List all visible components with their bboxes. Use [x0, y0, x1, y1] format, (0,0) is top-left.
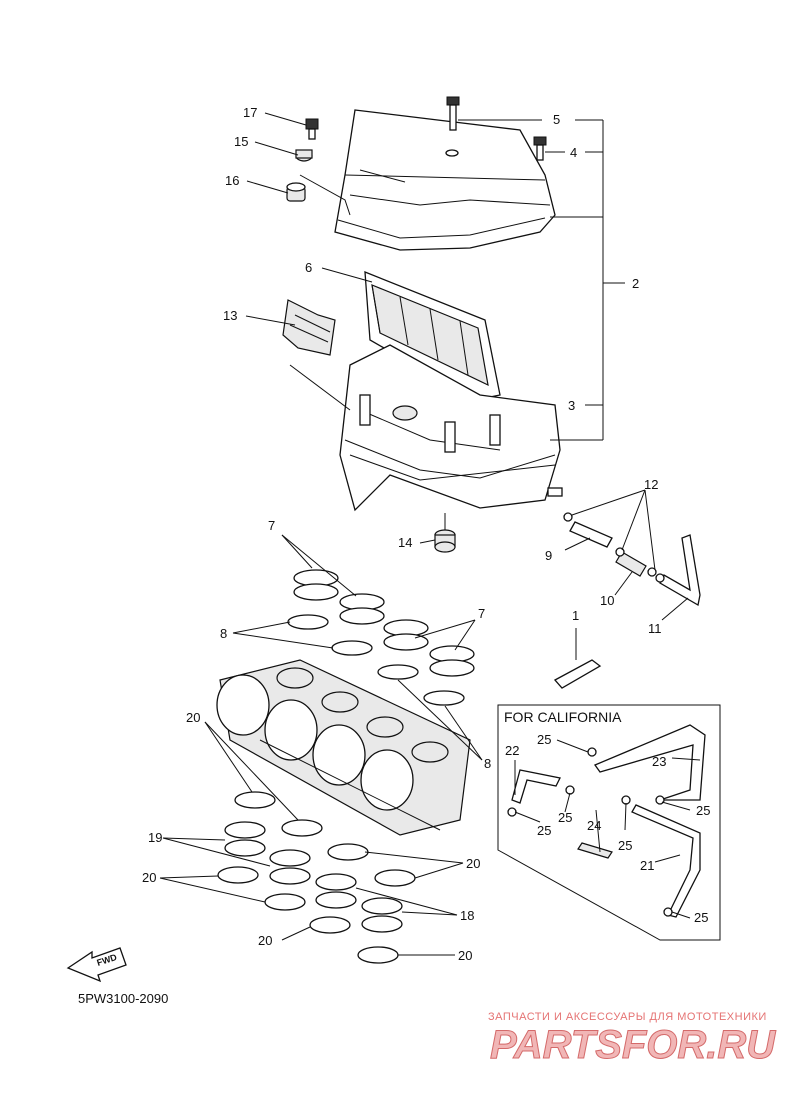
clamps-8: [287, 614, 465, 706]
bracket-1: [553, 659, 602, 689]
callout-25-e: 25: [618, 838, 632, 853]
grommet-16: [286, 182, 306, 202]
callout-24: 24: [587, 818, 601, 833]
callout-1: 1: [572, 608, 579, 623]
callout-20-top: 20: [186, 710, 200, 725]
callout-15: 15: [234, 134, 248, 149]
callout-7-right: 7: [478, 606, 485, 621]
callout-20-bottom-right: 20: [458, 948, 472, 963]
callout-10: 10: [600, 593, 614, 608]
callout-9: 9: [545, 548, 552, 563]
callout-20-left: 20: [142, 870, 156, 885]
callout-25-b: 25: [696, 803, 710, 818]
watermark: ЗАПЧАСТИ И АКСЕССУАРЫ ДЛЯ МОТОТЕХНИКИ PA…: [488, 1011, 777, 1068]
callout-17: 17: [243, 105, 257, 120]
callout-16: 16: [225, 173, 239, 188]
callout-25-c: 25: [537, 823, 551, 838]
screw-4: [533, 136, 547, 161]
intake-joints-18: [315, 873, 403, 933]
callout-20-right: 20: [466, 856, 480, 871]
callout-23: 23: [652, 754, 666, 769]
watermark-brand: PARTSFOR.RU: [490, 1023, 776, 1067]
collar-15: [295, 149, 313, 162]
callout-11: 11: [648, 621, 662, 636]
intake-clamps-20: [217, 791, 416, 964]
callout-20-bottom-left: 20: [258, 933, 272, 948]
intake-joints-19: [224, 821, 311, 885]
fwd-arrow-icon: FWD: [66, 947, 127, 983]
callout-14: 14: [398, 535, 412, 550]
hose-21: [631, 804, 701, 918]
callout-21: 21: [640, 858, 654, 873]
callout-7-top: 7: [268, 518, 275, 533]
callout-8-left: 8: [220, 626, 227, 641]
air-filter-case-cover: [334, 109, 556, 251]
callout-3: 3: [568, 398, 575, 413]
joints-7: [293, 569, 475, 677]
diagram-code: 5PW3100-2090: [78, 991, 168, 1006]
breather-hose-9: [569, 521, 613, 548]
callout-8-right: 8: [484, 756, 491, 771]
breather-joint-10: [615, 551, 647, 577]
air-filter-case-3: [339, 344, 563, 512]
hose-22: [511, 769, 561, 804]
callout-22: 22: [505, 743, 519, 758]
callout-6: 6: [305, 260, 312, 275]
leader-lines: [159, 112, 701, 956]
air-filter-element-6: [364, 271, 501, 401]
california-box: FOR CALIFORNIA: [497, 704, 721, 941]
watermark-tagline: ЗАПЧАСТИ И АКСЕССУАРЫ ДЛЯ МОТОТЕХНИКИ: [488, 1011, 767, 1023]
joint-24: [577, 842, 613, 859]
screw-5: [446, 96, 460, 131]
california-box-title: FOR CALIFORNIA: [504, 709, 622, 725]
joint-13: [282, 299, 336, 356]
bolt-17: [305, 118, 319, 140]
breather-hose-11: [659, 534, 701, 607]
callout-12: 12: [644, 477, 658, 492]
callout-4: 4: [570, 145, 577, 160]
carburetor-assembly: [216, 659, 471, 836]
callout-13: 13: [223, 308, 237, 323]
callout-5: 5: [553, 112, 560, 127]
hose-23: [593, 724, 706, 801]
callout-25-d: 25: [558, 810, 572, 825]
drain-plug-14: [434, 529, 456, 553]
callout-labels: 5 4 2 3 17 15 16 6 13 14 12 9 10 11 1 7 …: [142, 105, 710, 963]
callout-18: 18: [460, 908, 474, 923]
clips-12: [563, 512, 665, 583]
callout-19: 19: [148, 830, 162, 845]
callout-25-f: 25: [694, 910, 708, 925]
callout-2: 2: [632, 276, 639, 291]
callout-25-a: 25: [537, 732, 551, 747]
